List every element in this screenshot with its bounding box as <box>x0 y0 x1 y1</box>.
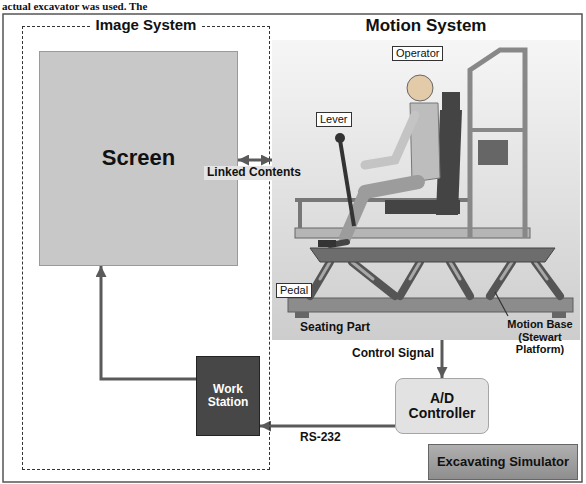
operator-thigh <box>365 182 418 192</box>
motion-illustration <box>272 40 580 340</box>
seat-cushion <box>385 200 460 214</box>
process-box: Work Station <box>196 356 260 436</box>
system-group: ScreenWork StationImage System <box>22 26 270 470</box>
base-rail <box>288 298 573 312</box>
connector-label: Control Signal <box>352 347 434 361</box>
operator-head <box>407 75 433 101</box>
flow-arrow <box>441 340 444 378</box>
illustration-group <box>272 40 580 340</box>
group-heading: Image System <box>92 17 201 34</box>
platform-legs <box>310 262 560 296</box>
operator-arm <box>365 115 415 165</box>
flow-arrow <box>101 266 196 379</box>
roll-cage-bar <box>470 128 525 132</box>
leader-line <box>495 292 508 316</box>
box-label: A/D Controller <box>400 391 484 422</box>
part-tag: Pedal <box>276 283 312 298</box>
control-box <box>478 140 508 165</box>
photo-background <box>272 40 580 340</box>
controller-box: A/D Controller <box>395 378 489 434</box>
caption-fragment: actual excavator was used. The <box>2 0 147 13</box>
lever-knob <box>335 133 345 143</box>
box-label: Excavating Simulator <box>437 455 569 469</box>
top-plate <box>310 248 555 262</box>
roll-cage <box>470 50 525 238</box>
leg-cylinders <box>320 262 547 279</box>
screen-box: Screen <box>39 51 238 266</box>
motion-panel: Motion System <box>272 40 580 340</box>
flow-arrow <box>260 425 395 428</box>
part-name: Motion Base (Stewart Platform) <box>500 318 580 356</box>
part-name: Seating Part <box>300 321 370 335</box>
outer-border <box>3 14 582 482</box>
base-foot <box>552 312 566 318</box>
box-label: Screen <box>102 146 175 170</box>
part-tag: Lever <box>316 112 352 127</box>
part-tag: Operator <box>392 46 443 61</box>
frame-post <box>298 200 302 228</box>
title-box: Excavating Simulator <box>428 444 578 480</box>
base-foot <box>295 312 309 318</box>
box-label: Work Station <box>201 383 255 409</box>
pedal-shape <box>318 240 336 247</box>
seat-frame <box>295 228 530 238</box>
headrest <box>442 92 460 112</box>
flow-arrow <box>238 159 272 162</box>
lever-stick <box>340 140 354 226</box>
connector-label: Linked Contents <box>204 166 304 180</box>
group-heading: Motion System <box>366 17 487 36</box>
connector-label: RS-232 <box>300 431 341 445</box>
